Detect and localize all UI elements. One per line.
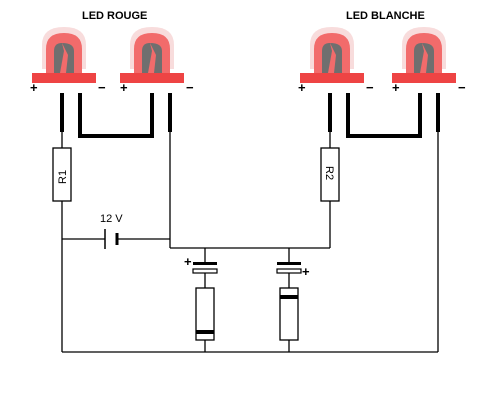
red-led-1-plus: + xyxy=(30,80,38,95)
resistor-r1: R1 xyxy=(52,147,72,202)
red-led-1 xyxy=(32,27,96,83)
white-led-1-plus: + xyxy=(298,80,306,95)
capacitor-2-plus: + xyxy=(302,264,310,279)
capacitor-1-plus: + xyxy=(184,254,192,269)
white-led-2-minus: − xyxy=(458,80,466,95)
white-led-1-minus: − xyxy=(366,80,374,95)
white-led-2-plus: + xyxy=(392,80,400,95)
white-led-title: LED BLANCHE xyxy=(346,10,425,22)
red-led-2-plus: + xyxy=(120,80,128,95)
diode-2 xyxy=(279,287,299,341)
red-led-1-minus: − xyxy=(98,80,106,95)
white-led-leads xyxy=(328,93,440,138)
white-led-2 xyxy=(392,27,456,83)
red-led-leads xyxy=(60,93,172,138)
r1-label: R1 xyxy=(57,170,69,184)
circuit-wires xyxy=(61,132,439,353)
diode-1 xyxy=(195,287,215,341)
capacitor-2: + xyxy=(276,262,310,279)
capacitor-1: + xyxy=(184,254,218,274)
battery-label: 12 V xyxy=(100,213,123,225)
red-led-2-minus: − xyxy=(186,80,194,95)
r2-label: R2 xyxy=(323,166,335,180)
white-led-1 xyxy=(300,27,364,83)
resistor-r2: R2 xyxy=(320,147,340,202)
battery-12v: 12 V xyxy=(100,213,123,249)
red-led-2 xyxy=(120,27,184,83)
red-led-title: LED ROUGE xyxy=(82,10,147,22)
